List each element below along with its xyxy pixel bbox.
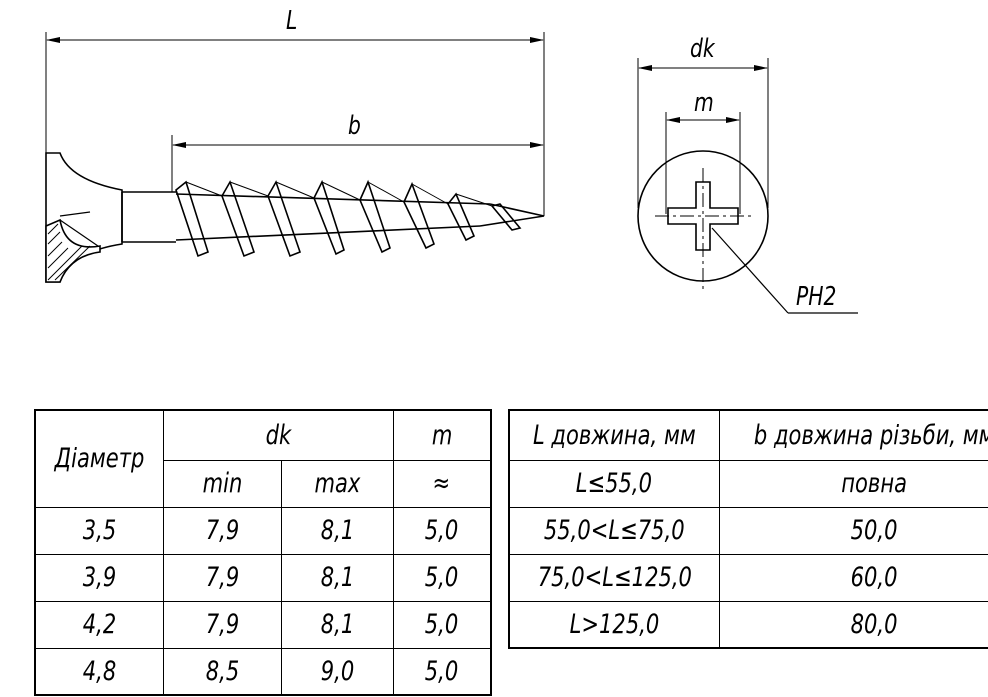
cell-thread-length: 50,0 — [718, 506, 988, 555]
cell-m: 5,0 — [392, 506, 492, 555]
cross-recess — [667, 181, 739, 251]
header-thread-length: b довжина різьби, мм — [718, 409, 988, 461]
table-row: L>125,0 80,0 — [508, 600, 988, 649]
table-row: L≤55,0 повна — [508, 459, 988, 508]
cell-dk-max: 8,1 — [280, 506, 394, 555]
table-row: 3,5 7,9 8,1 5,0 — [34, 506, 492, 555]
header-m: m — [392, 409, 492, 461]
cell-diameter: 4,2 — [34, 600, 164, 649]
cell-diameter: 4,8 — [34, 647, 164, 696]
cell-dk-min: 8,5 — [162, 647, 282, 696]
table-row: 55,0<L≤75,0 50,0 — [508, 506, 988, 555]
thread-length-table: L довжина, мм b довжина різьби, мм L≤55,… — [508, 409, 988, 649]
header-diameter: Діаметр — [34, 409, 164, 508]
cell-m: 5,0 — [392, 553, 492, 602]
header-approx: ≈ — [392, 459, 492, 508]
thread-length-label: b — [348, 111, 361, 141]
size-table: Діаметр dk m min max ≈ 3,5 7,9 8,1 5,0 3… — [34, 409, 492, 696]
header-screw-length: L довжина, мм — [508, 409, 720, 461]
header-min: min — [162, 459, 282, 508]
table-row: 3,9 7,9 8,1 5,0 — [34, 553, 492, 602]
cell-m: 5,0 — [392, 647, 492, 696]
table-row: 75,0<L≤125,0 60,0 — [508, 553, 988, 602]
cell-length-range: L>125,0 — [508, 600, 720, 649]
drive-type-label: PH2 — [796, 282, 837, 312]
cell-dk-max: 8,1 — [280, 600, 394, 649]
cell-length-range: 55,0<L≤75,0 — [508, 506, 720, 555]
recess-width-label: m — [694, 88, 714, 118]
cell-thread-length: 60,0 — [718, 553, 988, 602]
cell-thread-length: повна — [718, 459, 988, 508]
head-diameter-label: dk — [690, 34, 715, 64]
cell-diameter: 3,5 — [34, 506, 164, 555]
cell-diameter: 3,9 — [34, 553, 164, 602]
cell-thread-length: 80,0 — [718, 600, 988, 649]
cell-dk-max: 8,1 — [280, 553, 394, 602]
cell-dk-min: 7,9 — [162, 553, 282, 602]
cell-m: 5,0 — [392, 600, 492, 649]
cell-dk-min: 7,9 — [162, 600, 282, 649]
cell-length-range: 75,0<L≤125,0 — [508, 553, 720, 602]
cell-length-range: L≤55,0 — [508, 459, 720, 508]
screw-side-view — [45, 32, 545, 283]
length-label: L — [286, 6, 298, 36]
table-row: 4,2 7,9 8,1 5,0 — [34, 600, 492, 649]
screw-head-top-view — [637, 58, 858, 314]
thread-crests — [175, 179, 522, 258]
cell-dk-min: 7,9 — [162, 506, 282, 555]
drive-leader-line — [711, 227, 789, 314]
screw-tip — [479, 203, 545, 227]
header-dk: dk — [162, 409, 394, 461]
cell-dk-max: 9,0 — [280, 647, 394, 696]
table-row: 4,8 8,5 9,0 5,0 — [34, 647, 492, 696]
header-max: max — [280, 459, 394, 508]
